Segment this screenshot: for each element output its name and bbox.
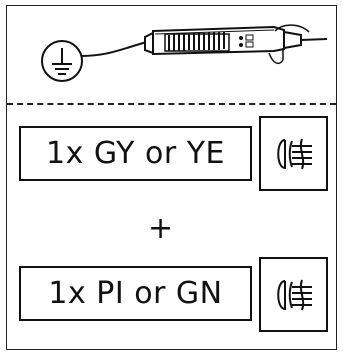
fog-lamp-icon [276,279,312,310]
wire-color-text-1: 1x GY or YE [46,135,225,171]
tester-panel [7,6,336,103]
plus-sign: + [148,211,174,246]
fog-lamp-box-2 [259,257,328,332]
fog-lamp-icon [276,138,312,169]
dashed-divider [7,103,336,105]
fog-lamp-box-1 [259,116,328,191]
wire-color-text-2: 1x PI or GN [48,275,223,311]
voltage-tester-probe-icon [80,24,328,65]
diagram-frame: 1x GY or YE + 1x PI or GN [6,5,337,350]
wire-color-label-2: 1x PI or GN [19,266,252,321]
wire-color-label-1: 1x GY or YE [19,126,252,181]
earth-ground-icon [41,40,83,82]
